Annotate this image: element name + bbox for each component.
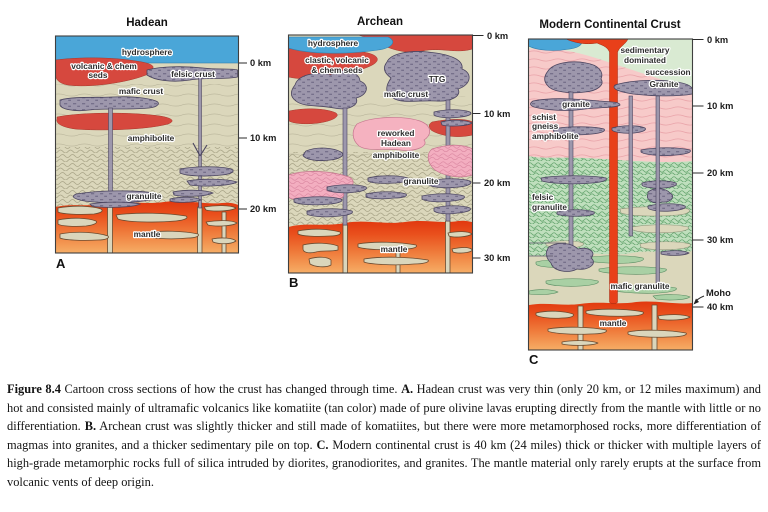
panel-b-labels: hydrosphere clastic, volcanic & chem sed… xyxy=(304,37,447,255)
panel-c-letter: C xyxy=(529,352,539,367)
label-hydrosphere: hydrosphere xyxy=(122,47,173,57)
label-granulite: granulite xyxy=(403,176,438,186)
granite-stem xyxy=(628,95,633,237)
label-volcanic-chem-seds: volcanic & chem xyxy=(71,61,136,71)
figure-caption: Figure 8.4 Cartoon cross sections of how… xyxy=(0,380,768,492)
label-mantle: mantle xyxy=(600,318,627,328)
label-reworked-hadean: Hadean xyxy=(381,138,411,148)
depth-tick-label: 10 km xyxy=(250,133,276,143)
panel-a-border xyxy=(54,35,240,254)
mantle-dikes xyxy=(297,220,473,273)
label-amphibolite: amphibolite xyxy=(128,133,175,143)
granite-pluton-cap xyxy=(544,61,603,94)
depth-tick-label: 40 km xyxy=(707,302,733,312)
label-reworked-hadean: reworked xyxy=(378,128,415,138)
label-clastic-seds: clastic, volcanic xyxy=(305,55,369,65)
label-moho: Moho xyxy=(706,288,731,298)
label-felsic-granulite: granulite xyxy=(532,202,567,212)
label-amphibolite: amphibolite xyxy=(373,150,420,160)
panel-modern: sedimentary dominated succession Granite… xyxy=(527,19,733,367)
thin-sill-lines xyxy=(528,242,566,257)
label-volcanic-chem-seds: seds xyxy=(89,70,108,80)
panel-c-border xyxy=(527,38,694,351)
label-mafic-crust: mafic crust xyxy=(119,86,164,96)
caption-figure-number: Figure 8.4 xyxy=(7,382,61,396)
label-granite-sill: Granite xyxy=(649,79,678,89)
label-gneiss: gneiss xyxy=(532,121,559,131)
panel-c-title: Modern Continental Crust xyxy=(539,19,680,31)
intrusion-cap xyxy=(59,96,159,112)
panel-archean: hydrosphere clastic, volcanic & chem sed… xyxy=(287,16,510,290)
panel-c-depth-scale: 0 km 10 km 20 km 30 km 40 km Moho xyxy=(692,35,733,312)
depth-tick-label: 30 km xyxy=(484,253,510,263)
depth-tick-label: 0 km xyxy=(707,35,728,45)
panel-a-title: Hadean xyxy=(126,17,168,29)
caption-text: Hadean crust was very thin (only 20 km, … xyxy=(7,382,761,434)
label-sedimentary: sedimentary xyxy=(621,45,670,55)
label-mantle: mantle xyxy=(134,229,161,239)
label-granite: granite xyxy=(562,99,590,109)
label-schist: schist xyxy=(532,112,556,122)
felsic-crust-sill xyxy=(146,66,238,82)
panel-c-labels: sedimentary dominated succession Granite… xyxy=(531,44,692,329)
label-succession: succession xyxy=(645,67,690,77)
reworked-lens xyxy=(427,144,473,178)
depth-tick-label: 0 km xyxy=(487,31,508,41)
label-clastic-seds: & chem seds xyxy=(311,65,363,75)
depth-tick-label: 10 km xyxy=(484,109,510,119)
depth-tick-label: 20 km xyxy=(707,168,733,178)
panel-b-depth-scale: 0 km 10 km 20 km 30 km xyxy=(472,31,510,263)
label-felsic-crust: felsic crust xyxy=(171,69,215,79)
dike-fork xyxy=(192,142,208,157)
caption-text: Modern continental crust is 40 km (24 mi… xyxy=(7,437,761,490)
granulite-sills xyxy=(73,166,238,208)
label-dominated: dominated xyxy=(624,55,666,65)
hydrosphere-layer xyxy=(288,36,394,54)
granite-sills xyxy=(530,79,693,272)
crust-evolution-figure: hydrosphere volcanic & chem seds felsic … xyxy=(54,16,733,367)
caption-part-b-label: B. xyxy=(84,419,97,434)
panel-a-labels: hydrosphere volcanic & chem seds felsic … xyxy=(70,46,216,240)
granite-stem xyxy=(568,91,574,254)
caption-part-c-label: C. xyxy=(316,437,329,452)
panel-a-depth-scale: 0 km 10 km 20 km xyxy=(239,58,276,214)
intrusion-stem xyxy=(108,107,113,205)
panel-b-letter: B xyxy=(289,275,298,290)
depth-tick-label: 10 km xyxy=(707,101,733,111)
label-hydrosphere: hydrosphere xyxy=(308,38,359,48)
label-mafic-crust: mafic crust xyxy=(384,89,429,99)
label-felsic-granulite: felsic xyxy=(532,192,554,202)
pluton-cap xyxy=(290,70,367,110)
panel-b-title: Archean xyxy=(357,16,403,28)
komatiite-lens xyxy=(288,108,338,125)
label-granulite: granulite xyxy=(126,191,161,201)
panel-b-border xyxy=(287,34,474,274)
pluton-stem xyxy=(342,107,348,226)
panel-a-letter: A xyxy=(56,256,66,271)
caption-part-a-label: A. xyxy=(401,382,414,396)
label-mafic-granulite: mafic granulite xyxy=(610,281,669,291)
komatiite-lens xyxy=(56,112,173,131)
small-pluton xyxy=(302,147,344,162)
depth-tick-label: 20 km xyxy=(250,204,276,214)
ttg-pluton xyxy=(383,51,470,102)
panel-hadean: hydrosphere volcanic & chem seds felsic … xyxy=(54,17,276,271)
depth-tick-label: 20 km xyxy=(484,178,510,188)
moho-arrowhead xyxy=(693,298,699,305)
depth-tick-label: 0 km xyxy=(250,58,271,68)
caption-text: Archean crust was slightly thicker and s… xyxy=(7,419,762,452)
mantle-dikes xyxy=(57,204,238,253)
reworked-hadean-blob xyxy=(352,117,430,151)
label-ttg: TTG xyxy=(429,74,446,84)
granite-stem xyxy=(655,95,660,290)
label-mantle: mantle xyxy=(381,244,408,254)
felsic-dike xyxy=(198,76,202,209)
mantle-dikes xyxy=(535,304,691,350)
caption-text: Cartoon cross sections of how the crust … xyxy=(60,382,402,396)
depth-tick-label: 30 km xyxy=(707,235,733,245)
label-amphibolite: amphibolite xyxy=(532,131,579,141)
